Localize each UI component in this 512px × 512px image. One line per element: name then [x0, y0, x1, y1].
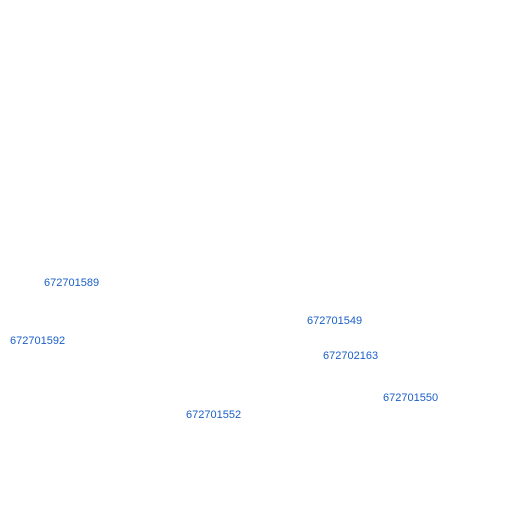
parcel-label-672701552[interactable]: 672701552	[186, 409, 242, 421]
parcel-label-672701592[interactable]: 672701592	[10, 335, 66, 347]
parcel-label-672701589[interactable]: 672701589	[44, 277, 100, 289]
parcel-label-672702163[interactable]: 672702163	[323, 350, 379, 362]
parcel-label-672701550[interactable]: 672701550	[383, 392, 439, 404]
parcel-label-672701549[interactable]: 672701549	[307, 315, 363, 327]
